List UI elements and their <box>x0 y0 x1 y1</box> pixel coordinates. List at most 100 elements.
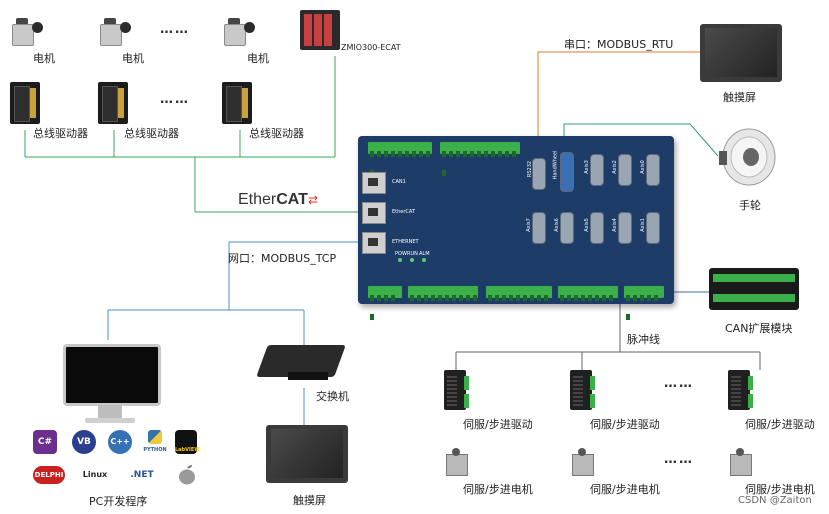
serial-line <box>537 51 700 168</box>
drive-label-2: 总线驱动器 <box>124 127 179 140</box>
bottom-drive-label-3: 伺服/步进驱动 <box>745 418 815 431</box>
axis7-port-label: Axis7 <box>525 218 532 232</box>
axis2-port <box>618 154 632 186</box>
bottom-motor-label-3: 伺服/步进电机 <box>745 483 815 496</box>
ethernet-port <box>362 232 386 254</box>
ethercat-bus <box>24 56 362 213</box>
top-ellipsis-1: …… <box>160 22 190 37</box>
touch-screen-bottom <box>266 425 348 483</box>
servo-step-motor-1 <box>444 448 474 478</box>
motion-controller: CAN1 EtherCAT ETHERNET POW RUN ALM RS232… <box>358 136 674 320</box>
axis4-port <box>618 212 632 244</box>
motor-3 <box>222 16 256 46</box>
axis6-port <box>560 212 574 244</box>
bus-drive-1 <box>10 82 40 124</box>
axis6-port-label: Axis6 <box>553 218 560 232</box>
io-module <box>300 10 340 50</box>
handwheel-icon <box>717 125 777 189</box>
pc-program-label: PC开发程序 <box>89 495 148 508</box>
axis2-port-label: Axis2 <box>611 160 618 174</box>
touch-screen-top <box>700 24 782 82</box>
bottom-motor-label-1: 伺服/步进电机 <box>463 483 533 496</box>
led-run-label: RUN <box>407 251 418 257</box>
led-run <box>410 258 414 262</box>
drive-label-1: 总线驱动器 <box>33 127 88 140</box>
python-snake-icon <box>148 430 162 444</box>
motor-label-1: 电机 <box>33 52 55 65</box>
handwheel-label: 手轮 <box>739 199 761 212</box>
handwheel-port <box>560 152 574 192</box>
axis0-port <box>646 154 660 186</box>
top-ellipsis-2: …… <box>160 92 190 107</box>
terminal-top-1 <box>368 142 432 176</box>
drive-label-3: 总线驱动器 <box>249 127 304 140</box>
cpp-logo-icon: C++ <box>108 430 132 454</box>
touch-screen-bottom-label: 触摸屏 <box>293 494 326 507</box>
led-alm-label: ALM <box>419 251 430 257</box>
motor-label-2: 电机 <box>122 52 144 65</box>
network-label: 网口：MODBUS_TCP <box>228 252 337 265</box>
pc-monitor <box>63 344 161 406</box>
bottom-ellipsis-1: …… <box>664 376 694 391</box>
servo-step-motor-3 <box>728 448 758 478</box>
axis3-port <box>590 154 604 186</box>
motor-label-3: 电机 <box>247 52 269 65</box>
servo-step-drive-3 <box>728 370 753 410</box>
bottom-drive-label-1: 伺服/步进驱动 <box>463 418 533 431</box>
axis1-port <box>646 212 660 244</box>
ethercat-port <box>362 202 386 224</box>
axis1-port-label: Axis1 <box>639 218 646 232</box>
servo-step-drive-2 <box>570 370 595 410</box>
switch-label: 交换机 <box>316 390 349 403</box>
motor-2 <box>98 16 132 46</box>
servo-step-motor-2 <box>570 448 600 478</box>
can-expansion-module <box>709 268 799 310</box>
led-pow-label: POW <box>395 251 407 257</box>
ethercat-text-cat: CAT <box>276 191 308 208</box>
bottom-ellipsis-2: …… <box>664 452 694 467</box>
bus-drive-3 <box>222 82 252 124</box>
axis7-port <box>532 212 546 244</box>
network-line <box>107 241 362 425</box>
terminal-top-2 <box>440 142 520 176</box>
led-pow <box>398 258 402 262</box>
csdn-watermark: CSDN @Zaiton <box>738 495 812 506</box>
servo-step-drive-1 <box>444 370 469 410</box>
axis4-port-label: Axis4 <box>611 218 618 232</box>
can1-port-label: CAN1 <box>392 179 406 185</box>
delphi-logo-icon: DELPHI <box>33 466 65 484</box>
terminal-bottom-5 <box>624 286 664 320</box>
touch-screen-top-label: 触摸屏 <box>723 91 756 104</box>
pulse-line-label: 脉冲线 <box>627 333 660 346</box>
bottom-motor-label-2: 伺服/步进电机 <box>590 483 660 496</box>
terminal-bottom-2 <box>408 286 478 301</box>
terminal-bottom-4 <box>558 286 618 301</box>
ethercat-arrows-icon: ⇄ <box>307 193 319 207</box>
rs232-port-label: RS232 <box>527 160 534 178</box>
can1-port <box>362 172 386 194</box>
can-module-label: CAN扩展模块 <box>725 322 793 335</box>
led-alm <box>422 258 426 262</box>
axis5-port <box>590 212 604 244</box>
vb-logo-icon: VB <box>72 430 96 454</box>
python-logo-icon: PYTHON <box>143 447 167 453</box>
ethernet-port-label: ETHERNET <box>392 239 419 245</box>
csharp-logo-icon: C# <box>33 430 57 454</box>
labview-logo-icon: LabVIEW <box>175 430 200 454</box>
axis3-port-label: Axis3 <box>583 160 590 174</box>
motor-1 <box>10 16 44 46</box>
pc-monitor-base <box>85 418 135 423</box>
handwheel-port-label: HandWheel <box>552 150 559 180</box>
ethercat-logo: EtherCAT⇄ <box>238 191 318 209</box>
rs232-port <box>532 158 546 190</box>
bus-drive-2 <box>98 82 128 124</box>
axis5-port-label: Axis5 <box>583 218 590 232</box>
dotnet-logo-icon: .NET <box>130 470 154 480</box>
linux-logo-icon: Linux <box>82 470 108 479</box>
ethercat-text-ether: Ether <box>238 191 277 208</box>
terminal-bottom-1 <box>368 286 402 320</box>
switch-ports <box>288 372 328 380</box>
axis0-port-label: Axis0 <box>639 160 646 174</box>
apple-icon <box>176 463 198 485</box>
